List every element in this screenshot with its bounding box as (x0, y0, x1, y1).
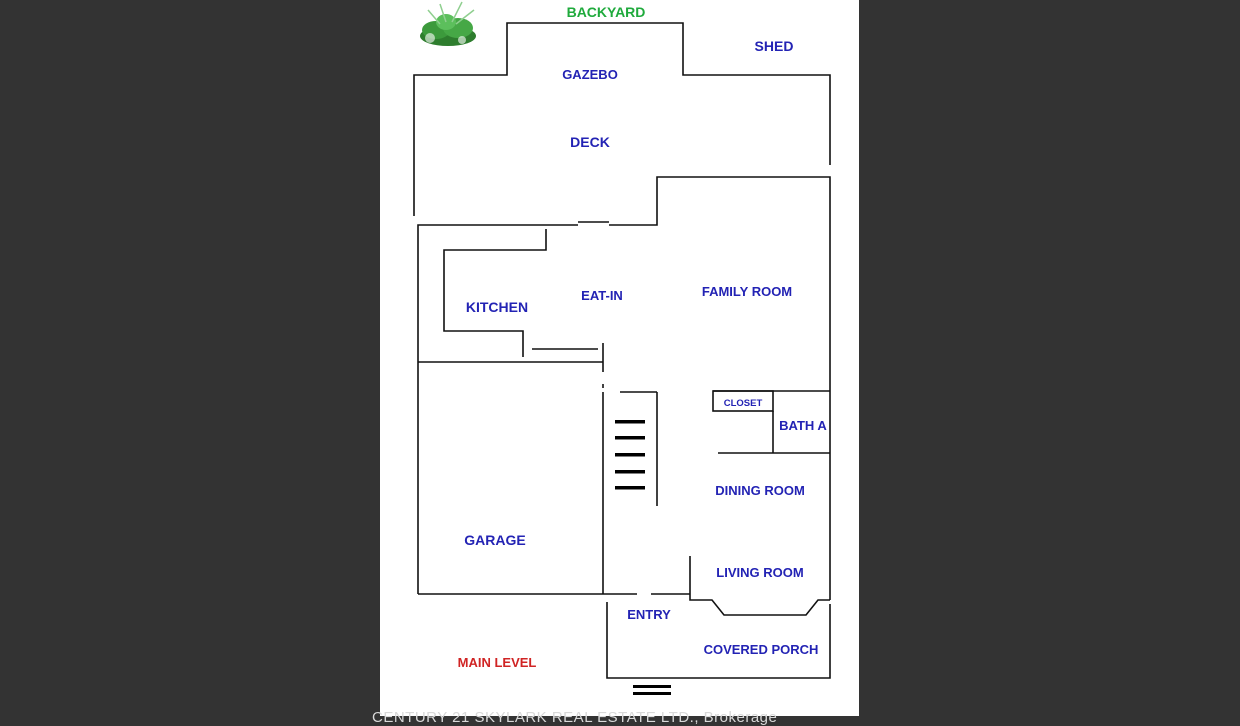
kitchen-label: KITCHEN (466, 299, 528, 315)
plan-sheet (380, 0, 859, 716)
covered-porch-label: COVERED PORCH (704, 642, 819, 657)
plant-icon (420, 1, 476, 46)
living-room-label: LIVING ROOM (716, 565, 803, 580)
closet-label: CLOSET (724, 398, 763, 409)
main-level-label: MAIN LEVEL (458, 655, 537, 670)
deck-walls (413, 22, 831, 216)
stairs-icon (615, 420, 645, 490)
eat-in-label: EAT-IN (581, 288, 623, 303)
dining-room-label: DINING ROOM (715, 483, 805, 498)
entry-step-icon (633, 685, 671, 695)
family-room-label: FAMILY ROOM (702, 284, 792, 299)
brokerage-footer: CENTURY 21 SKYLARK REAL ESTATE LTD., Bro… (372, 709, 778, 726)
bath-label: BATH A (779, 418, 827, 433)
gazebo-label: GAZEBO (562, 67, 618, 82)
backyard-label: BACKYARD (567, 4, 646, 20)
house-walls (417, 176, 831, 679)
garage-label: GARAGE (464, 532, 525, 548)
entry-label: ENTRY (627, 607, 671, 622)
deck-label: DECK (570, 134, 610, 150)
shed-label: SHED (755, 38, 794, 54)
